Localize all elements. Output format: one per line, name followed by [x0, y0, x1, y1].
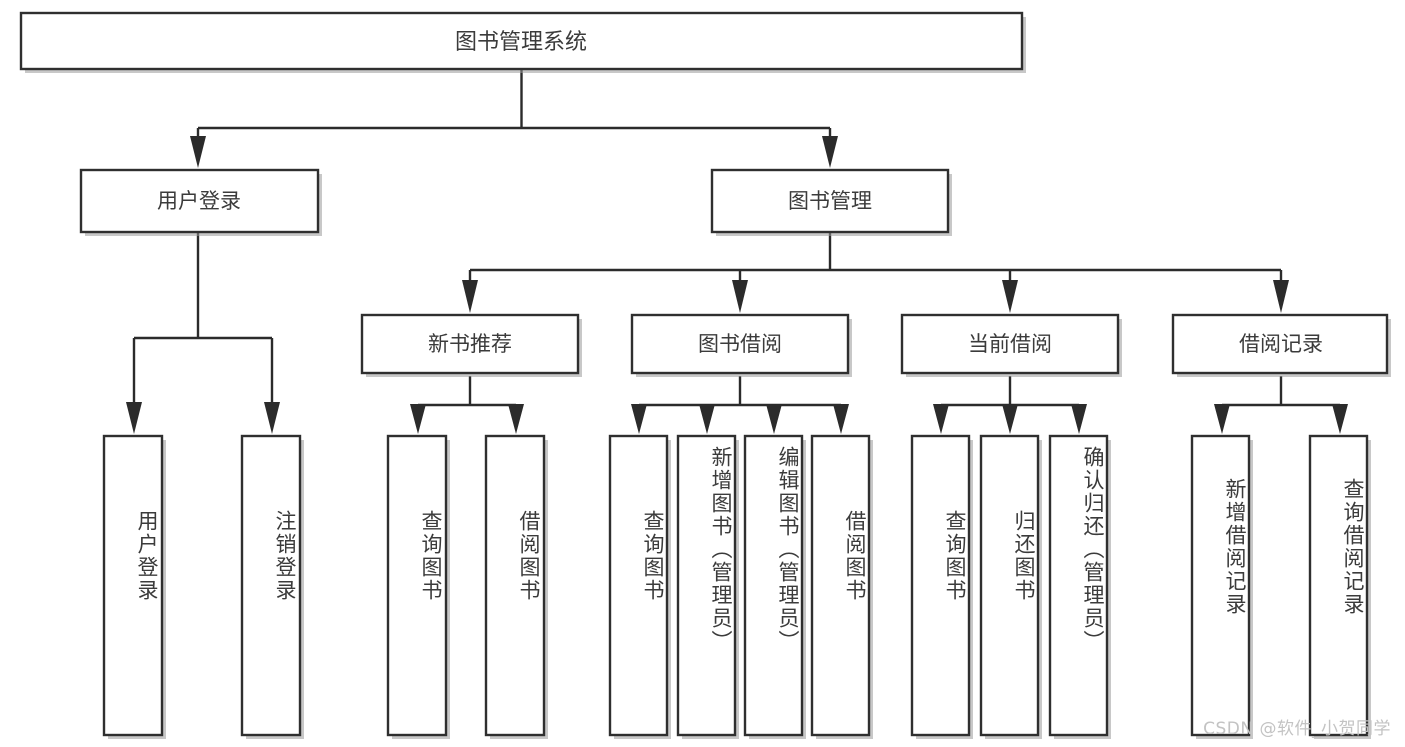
node-leaf-br-add-record[interactable] [1190, 434, 1251, 737]
node-book-borrow-label: 图书借阅 [698, 332, 782, 356]
node-root-book-management-system[interactable] [19, 11, 1024, 71]
node-leaf-bb-borrow-book[interactable] [810, 434, 871, 737]
node-leaf-user-login[interactable] [102, 434, 164, 737]
arrow-icon-book-borrow [732, 280, 748, 313]
node-new-book-recommend-label: 新书推荐 [428, 332, 512, 356]
arrow-icon-br-leaf-1 [1214, 404, 1230, 434]
arrow-icon-bb-leaf-1 [631, 404, 647, 434]
node-current-borrow[interactable] [900, 313, 1120, 375]
node-book-borrow[interactable] [630, 313, 850, 375]
node-leaf-bb-add-book[interactable] [676, 434, 737, 737]
node-user-login-label: 用户登录 [157, 189, 241, 213]
arrow-icon-user-login [190, 136, 206, 168]
node-leaf-cb-return-book[interactable] [979, 434, 1040, 737]
arrow-icon-leaf-logout [264, 402, 280, 434]
arrow-icon-bb-leaf-3 [766, 404, 782, 434]
connector-layer [126, 69, 1348, 434]
node-leaf-cb-confirm-return[interactable] [1048, 434, 1109, 737]
arrow-icon-book-manage [822, 136, 838, 168]
arrow-icon-leaf-user-login [126, 402, 142, 434]
node-book-management[interactable] [710, 168, 950, 234]
node-borrow-record[interactable] [1171, 313, 1389, 375]
node-layer: 图书管理系统 用户登录 图书管理 新书推荐 图书借阅 当前借阅 借阅记录 [19, 11, 1391, 739]
arrow-icon-borrow-record [1273, 280, 1289, 313]
node-leaf-logout[interactable] [240, 434, 302, 737]
node-leaf-bb-edit-book[interactable] [743, 434, 804, 737]
arrow-icon-cb-leaf-3 [1071, 404, 1087, 434]
arrow-icon-nbr-leaf-1 [410, 404, 426, 434]
arrow-icon-br-leaf-2 [1332, 404, 1348, 434]
arrow-icon-bb-leaf-4 [833, 404, 849, 434]
node-new-book-recommend[interactable] [360, 313, 580, 375]
arrow-icon-bb-leaf-2 [699, 404, 715, 434]
arrow-icon-nbr-leaf-2 [508, 404, 524, 434]
node-leaf-cb-query-book[interactable] [910, 434, 971, 737]
node-leaf-br-query-record[interactable] [1308, 434, 1369, 737]
node-current-borrow-label: 当前借阅 [968, 332, 1052, 356]
node-user-login[interactable] [79, 168, 320, 234]
arrow-icon-new-book-recommend [462, 280, 478, 313]
node-borrow-record-label: 借阅记录 [1239, 332, 1323, 356]
node-leaf-nbr-query-book[interactable] [386, 434, 448, 737]
arrow-icon-current-borrow [1002, 280, 1018, 313]
node-leaf-bb-query-book[interactable] [608, 434, 669, 737]
watermark-csdn: CSDN @软件_小贺同学 [1203, 719, 1391, 739]
node-book-management-label: 图书管理 [788, 189, 872, 213]
arrow-icon-cb-leaf-1 [933, 404, 949, 434]
arrow-icon-cb-leaf-2 [1002, 404, 1018, 434]
node-leaf-nbr-borrow-book[interactable] [484, 434, 546, 737]
node-root-label: 图书管理系统 [455, 30, 587, 55]
